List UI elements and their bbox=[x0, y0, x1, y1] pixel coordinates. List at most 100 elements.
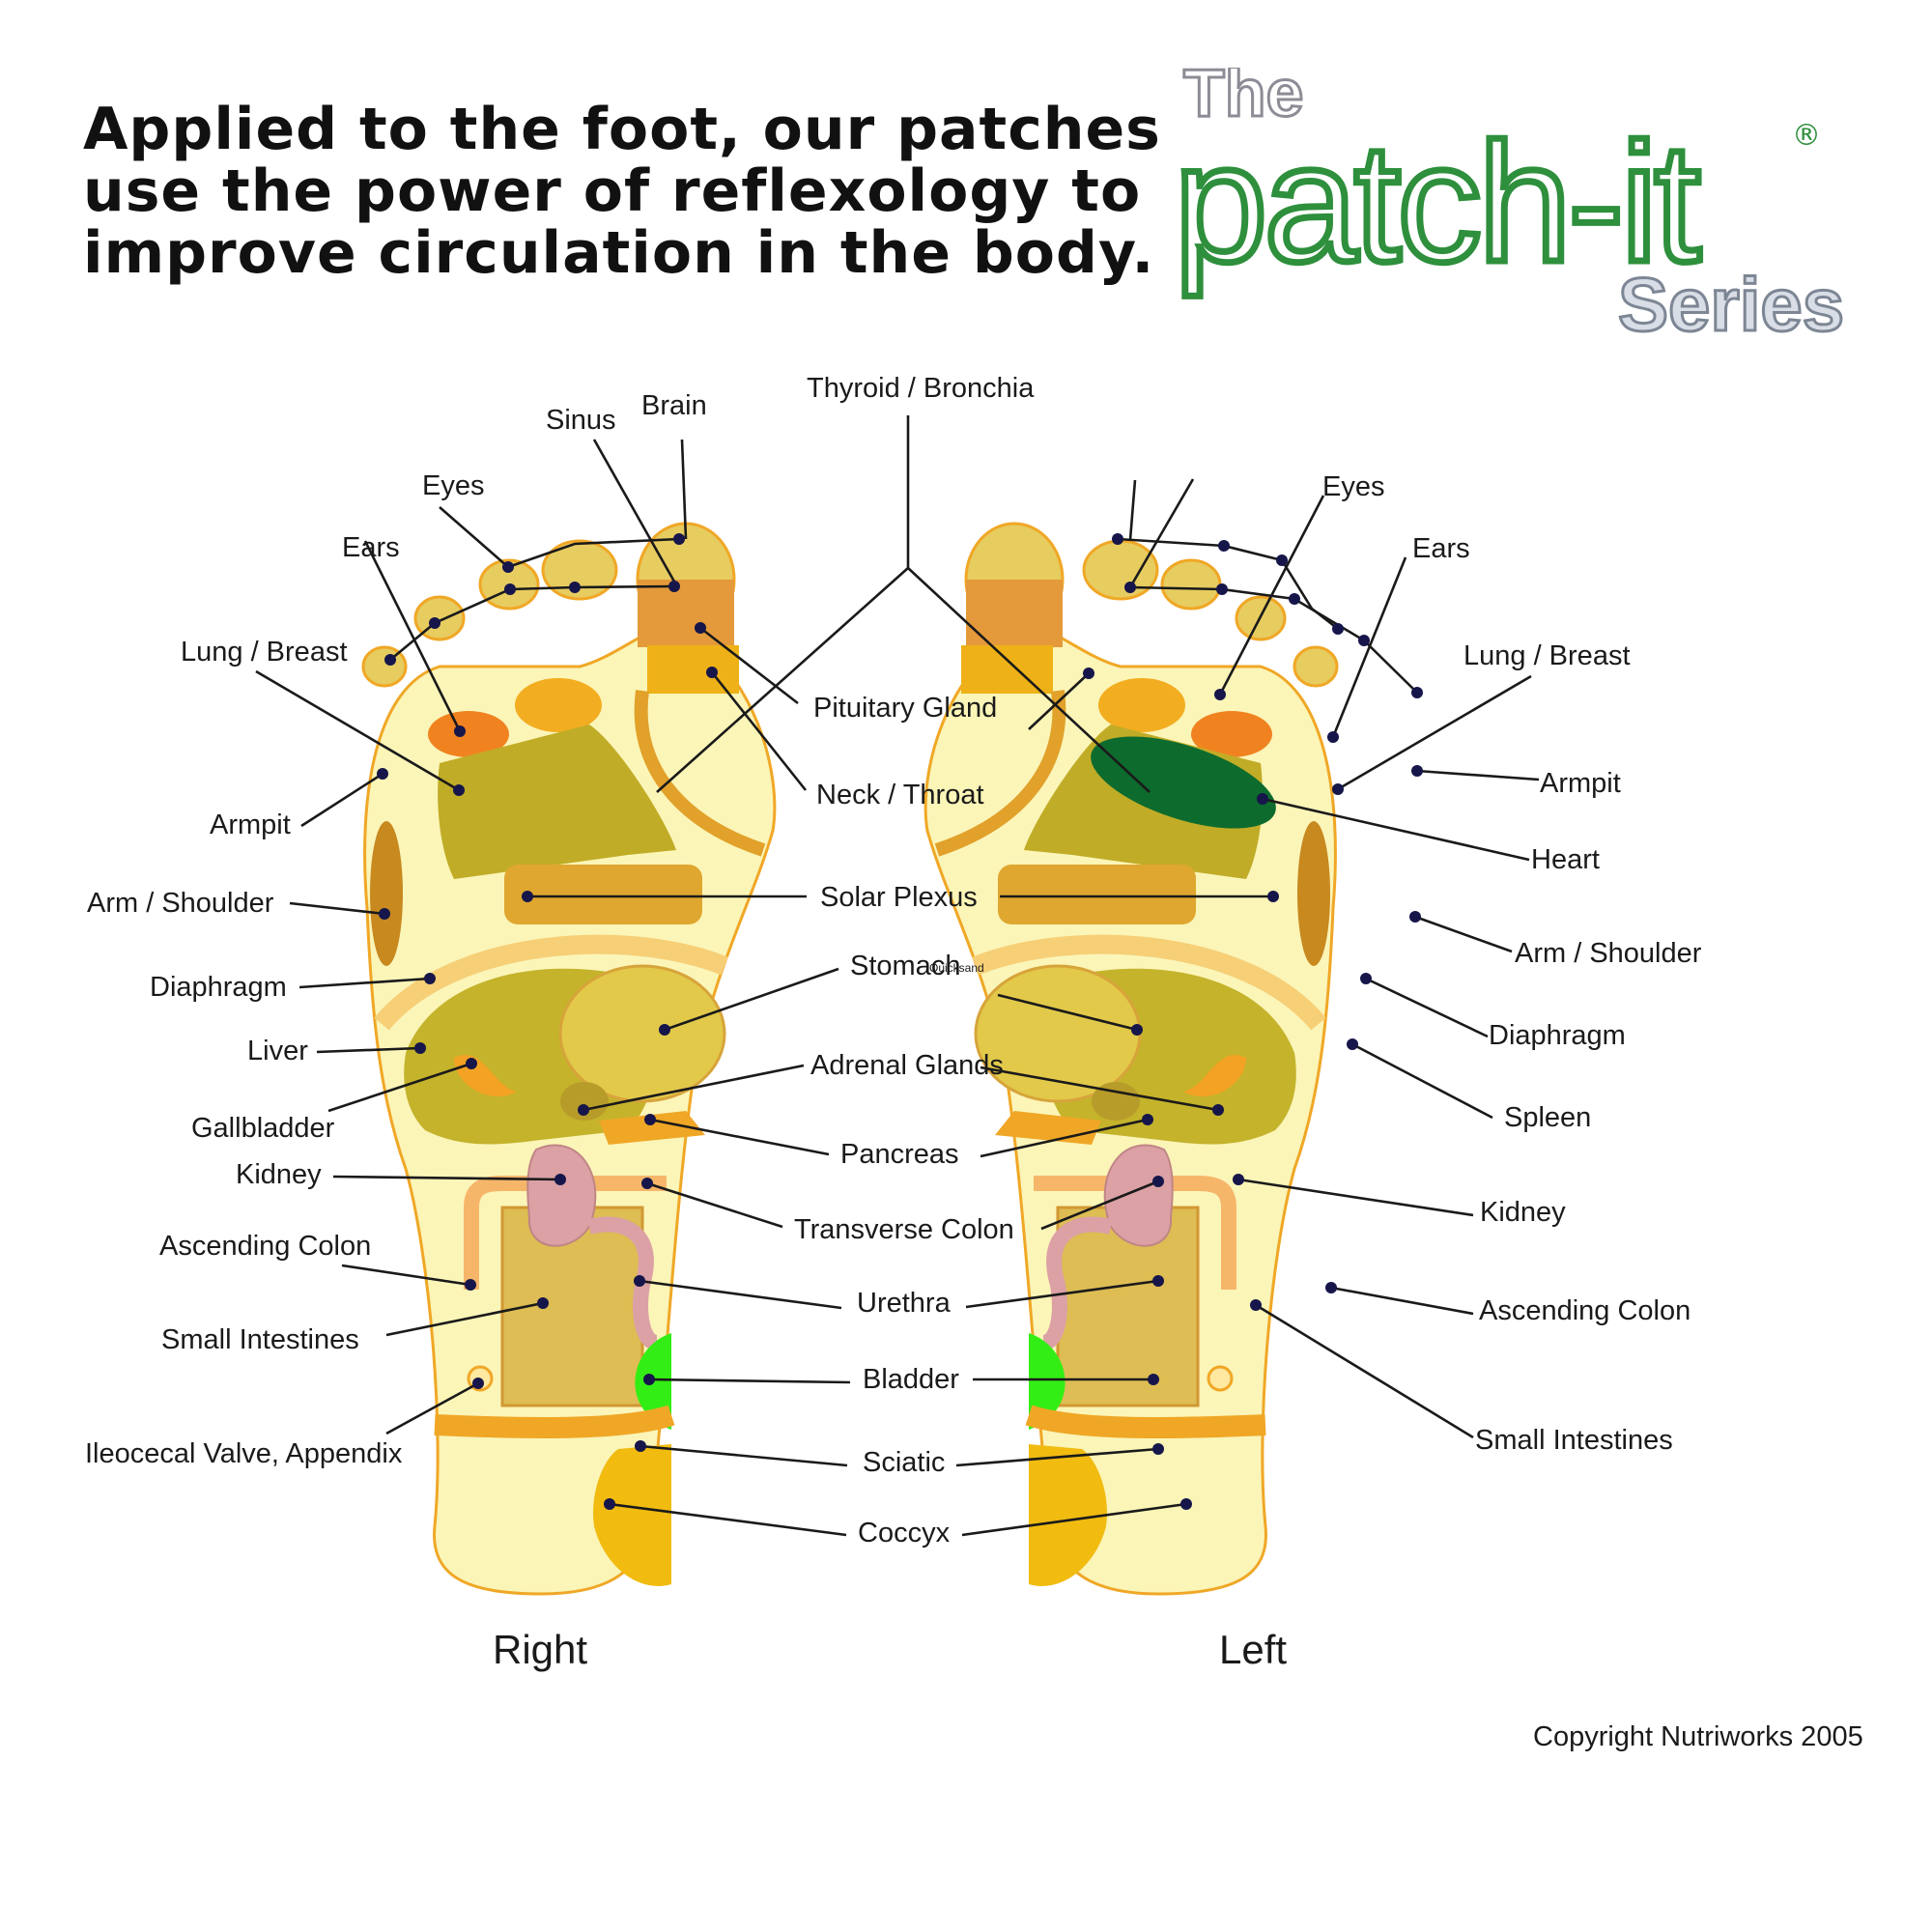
reflex-point-dot bbox=[502, 561, 514, 573]
reflex-point-dot bbox=[1289, 593, 1300, 605]
marker-dots bbox=[377, 533, 1423, 1510]
label-transverse-colon: Transverse Colon bbox=[794, 1214, 1014, 1245]
label-left-foot: Left bbox=[1219, 1627, 1287, 1672]
reflex-point-dot bbox=[1083, 668, 1094, 679]
label-pancreas: Pancreas bbox=[840, 1139, 959, 1170]
label-kidney-right: Kidney bbox=[236, 1159, 322, 1190]
reflex-point-dot bbox=[1124, 582, 1136, 593]
reflex-point-dot bbox=[1267, 891, 1279, 902]
label-spleen: Spleen bbox=[1504, 1102, 1591, 1133]
reflex-point-dot bbox=[1360, 973, 1372, 984]
reflex-point-dot bbox=[695, 622, 706, 634]
reflex-point-dot bbox=[1180, 1498, 1192, 1510]
reflex-point-dot bbox=[466, 1058, 477, 1069]
label-eyes-left: Eyes bbox=[1322, 471, 1384, 502]
reflex-point-dot bbox=[1152, 1443, 1164, 1455]
reflex-point-dot bbox=[554, 1174, 566, 1185]
label-lung-breast-left: Lung / Breast bbox=[1463, 640, 1631, 671]
headline-line-3: improve circulation in the body. bbox=[83, 219, 1155, 287]
label-armpit-right: Armpit bbox=[210, 810, 291, 840]
label-sinus: Sinus bbox=[546, 405, 616, 436]
reflex-point-dot bbox=[578, 1104, 589, 1116]
reflex-point-dot bbox=[1218, 540, 1230, 552]
label-adrenal-glands: Adrenal Glands bbox=[810, 1050, 1004, 1081]
label-armpit-left: Armpit bbox=[1540, 768, 1621, 799]
reflex-point-dot bbox=[522, 891, 533, 902]
label-neck-throat: Neck / Throat bbox=[816, 780, 984, 810]
reflex-point-dot bbox=[1409, 911, 1421, 923]
reflex-point-dot bbox=[643, 1374, 655, 1385]
logo-the: The bbox=[1183, 68, 1303, 130]
label-gallbladder: Gallbladder bbox=[191, 1113, 335, 1144]
label-right-foot: Right bbox=[493, 1627, 587, 1672]
right-foot bbox=[363, 524, 775, 1594]
reflex-point-dot bbox=[1347, 1038, 1358, 1050]
reflex-point-dot bbox=[472, 1378, 484, 1389]
label-sciatic: Sciatic bbox=[863, 1447, 945, 1478]
label-diaphragm-right: Diaphragm bbox=[150, 972, 287, 1003]
label-arm-shoulder-left: Arm / Shoulder bbox=[1515, 938, 1702, 969]
label-ileocecal-valve: Ileocecal Valve, Appendix bbox=[85, 1438, 403, 1469]
heart-mark bbox=[1091, 736, 1276, 829]
reflex-point-dot bbox=[453, 784, 465, 796]
reflex-point-dot bbox=[1327, 731, 1339, 743]
label-ears-right: Ears bbox=[342, 532, 400, 563]
label-lung-breast-right: Lung / Breast bbox=[181, 637, 348, 668]
reflex-point-dot bbox=[1276, 554, 1288, 566]
reflex-point-dot bbox=[1358, 635, 1370, 646]
label-liver: Liver bbox=[247, 1036, 308, 1066]
label-pituitary-gland: Pituitary Gland bbox=[813, 693, 997, 724]
label-heart: Heart bbox=[1531, 844, 1600, 875]
reflex-point-dot bbox=[1233, 1174, 1244, 1185]
label-small-intestines-right: Small Intestines bbox=[161, 1324, 359, 1355]
reflex-point-dot bbox=[569, 582, 581, 593]
reflex-point-dot bbox=[454, 725, 466, 737]
reflex-point-dot bbox=[1112, 533, 1123, 545]
reflex-point-dot bbox=[1152, 1176, 1164, 1187]
label-ascending-colon-left: Ascending Colon bbox=[1479, 1295, 1690, 1326]
reflex-point-dot bbox=[414, 1042, 426, 1054]
logo-registered: ® bbox=[1792, 119, 1821, 153]
label-bladder: Bladder bbox=[863, 1364, 959, 1395]
label-ascending-colon-right: Ascending Colon bbox=[159, 1231, 371, 1262]
reflex-point-dot bbox=[424, 973, 436, 984]
label-kidney-left: Kidney bbox=[1480, 1197, 1566, 1228]
reflex-point-dot bbox=[1148, 1374, 1159, 1385]
reflex-point-dot bbox=[1411, 765, 1423, 777]
reflex-point-dot bbox=[1332, 783, 1344, 795]
label-stray-text: Quicksand bbox=[929, 961, 984, 975]
reflex-point-dot bbox=[659, 1024, 670, 1036]
label-ears-left: Ears bbox=[1412, 533, 1470, 564]
label-stomach: Stomach bbox=[850, 951, 960, 981]
reflex-point-dot bbox=[1131, 1024, 1143, 1036]
reflex-point-dot bbox=[604, 1498, 615, 1510]
leader-lines bbox=[255, 415, 1540, 1537]
label-coccyx: Coccyx bbox=[858, 1518, 951, 1548]
logo-series: Series bbox=[1618, 262, 1844, 347]
copyright-text: Copyright Nutriworks 2005 bbox=[1533, 1721, 1863, 1752]
reflex-point-dot bbox=[1212, 1104, 1224, 1116]
reflex-point-dot bbox=[641, 1178, 653, 1189]
reflex-point-dot bbox=[673, 533, 685, 545]
reflex-point-dot bbox=[706, 667, 718, 678]
reflex-point-dot bbox=[1142, 1114, 1153, 1125]
label-diaphragm-left: Diaphragm bbox=[1489, 1020, 1626, 1051]
reflex-point-dot bbox=[537, 1297, 549, 1309]
patch-it-logo: The patch-it ® Series bbox=[1174, 68, 1846, 349]
reflexology-chart: Thyroid / Bronchia Sinus Brain Eyes Ears… bbox=[85, 373, 1863, 1752]
headline: Applied to the foot, our patches use the… bbox=[83, 96, 1161, 287]
reflex-point-dot bbox=[1250, 1299, 1262, 1311]
reflex-point-dot bbox=[1411, 687, 1423, 698]
reflex-point-dot bbox=[1332, 623, 1344, 635]
reflex-point-dot bbox=[379, 908, 390, 920]
reflex-point-dot bbox=[384, 654, 396, 666]
reflex-point-dot bbox=[504, 583, 516, 595]
reflex-point-dot bbox=[1216, 583, 1228, 595]
headline-line-1: Applied to the foot, our patches bbox=[83, 96, 1161, 163]
label-arm-shoulder-right: Arm / Shoulder bbox=[87, 888, 274, 919]
reflex-point-dot bbox=[1257, 793, 1268, 805]
reflex-point-dot bbox=[635, 1440, 646, 1452]
label-eyes-right: Eyes bbox=[422, 470, 484, 501]
label-solar-plexus: Solar Plexus bbox=[820, 882, 978, 913]
label-small-intestines-left: Small Intestines bbox=[1475, 1425, 1673, 1456]
